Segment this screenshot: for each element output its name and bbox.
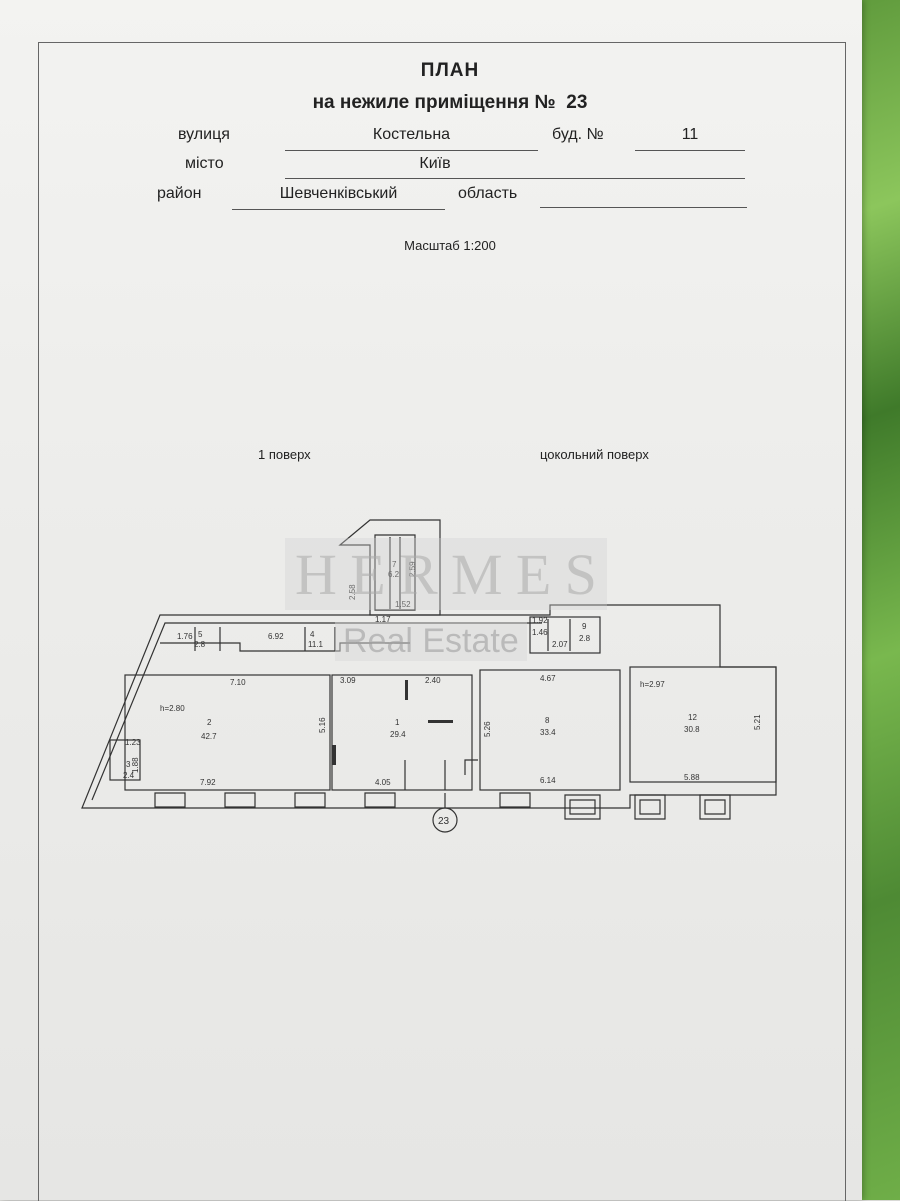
dim-1-88: 1.88: [131, 757, 140, 773]
dim-5-88: 5.88: [684, 773, 700, 782]
region-label: область: [458, 185, 518, 202]
room1-area: 29.4: [390, 730, 406, 739]
dim-5-21: 5.21: [753, 714, 762, 730]
document-title: ПЛАН: [420, 60, 480, 81]
room1-number: 1: [395, 718, 400, 727]
building-value: 11: [681, 126, 699, 143]
room-3-outline: [109, 739, 141, 781]
room4-area: 11.1: [308, 640, 324, 649]
watermark-hermes: H E R M E S: [285, 538, 607, 610]
page-frame: [38, 42, 846, 1201]
street-value: Костельна: [372, 126, 451, 143]
document-subtitle: на нежиле приміщення № 23: [0, 92, 900, 114]
windows-basement: [564, 794, 731, 820]
room5-number: 5: [198, 630, 203, 639]
district-value: Шевченківський: [279, 185, 398, 202]
room12-height: h=2.97: [640, 680, 665, 689]
watermark-letter: E: [350, 541, 386, 607]
dim-1-46: 1.46: [532, 628, 548, 637]
watermark-real-estate: Real Estate: [335, 622, 527, 661]
basement-floor-label: цокольний поверх: [540, 447, 649, 462]
floor-plan-drawing: h=2.80 2 42.7 3 2.4 1.23 7.92 7.10 1.76 …: [81, 519, 777, 833]
room-12-outline: [629, 666, 777, 783]
room2-area: 42.7: [201, 732, 217, 741]
stair-shaft-outline: [338, 519, 441, 616]
inner-wall-offset: [91, 622, 542, 801]
room3-area: 2.4: [123, 771, 135, 780]
room4-number: 4: [310, 630, 315, 639]
dim-2-58: 2.58: [348, 584, 357, 600]
room9-number: 9: [582, 622, 587, 631]
room8-area: 33.4: [540, 728, 556, 737]
premises-number: 23: [566, 92, 588, 113]
watermark-letter: H: [295, 541, 337, 607]
room-2-outline: [124, 674, 331, 791]
room-1-outline: [331, 674, 473, 791]
dim-1-92: 1.92: [532, 616, 548, 625]
service-strip-wall: [160, 642, 410, 652]
watermark-letter: R: [398, 541, 438, 607]
street-underline: [285, 150, 538, 151]
watermark-letter: M: [451, 541, 503, 607]
premises-marker-number: 23: [438, 816, 450, 827]
dim-4-67: 4.67: [540, 674, 556, 683]
dim-6-14: 6.14: [540, 776, 556, 785]
dim-3-09: 3.09: [340, 676, 356, 685]
stair-area: 6.2: [388, 570, 400, 579]
city-underline: [285, 178, 745, 179]
subtitle-text: на нежиле приміщення №: [312, 92, 556, 113]
document-page: ПЛАН на нежиле приміщення № 23 вулиця Ко…: [0, 0, 862, 1201]
dim-2-59: 2.59: [408, 561, 417, 577]
room-8-outline: [479, 669, 621, 791]
room-9-outline: [529, 616, 601, 654]
city-label: місто: [185, 155, 224, 172]
dim-4-05: 4.05: [375, 778, 391, 787]
dim-1-23: 1.23: [125, 738, 141, 747]
room9-area: 2.8: [579, 634, 591, 643]
room8-number: 8: [545, 716, 550, 725]
street-label: вулиця: [178, 126, 230, 143]
windows-ground: [154, 792, 531, 808]
dim-2-40: 2.40: [425, 676, 441, 685]
district-label: район: [157, 185, 202, 202]
watermark-letter: E: [515, 541, 552, 607]
room2-number: 2: [207, 718, 212, 727]
region-underline: [540, 207, 747, 208]
dim-1-76: 1.76: [177, 632, 193, 641]
dim-1-17: 1.17: [375, 615, 391, 624]
room12-number: 12: [688, 713, 697, 722]
dim-5-26: 5.26: [483, 721, 492, 737]
dim-7-10: 7.10: [230, 678, 246, 687]
district-underline: [232, 209, 445, 210]
room5-area: 2.8: [194, 640, 206, 649]
dim-5-16: 5.16: [318, 717, 327, 733]
dim-1-52: 1.52: [395, 600, 411, 609]
room12-area: 30.8: [684, 725, 700, 734]
dim-6-92: 6.92: [268, 632, 284, 641]
dim-7-92: 7.92: [200, 778, 216, 787]
room2-height: h=2.80: [160, 704, 185, 713]
ground-floor-label: 1 поверх: [258, 447, 311, 462]
room3-number: 3: [126, 760, 131, 769]
dim-2-07: 2.07: [552, 640, 568, 649]
scale-text: Масштаб 1:200: [404, 238, 496, 253]
building-label: буд. №: [552, 126, 604, 143]
watermark-letter: S: [564, 541, 597, 607]
building-underline: [635, 150, 745, 151]
stair-number: 7: [392, 560, 397, 569]
city-value: Київ: [419, 155, 451, 172]
